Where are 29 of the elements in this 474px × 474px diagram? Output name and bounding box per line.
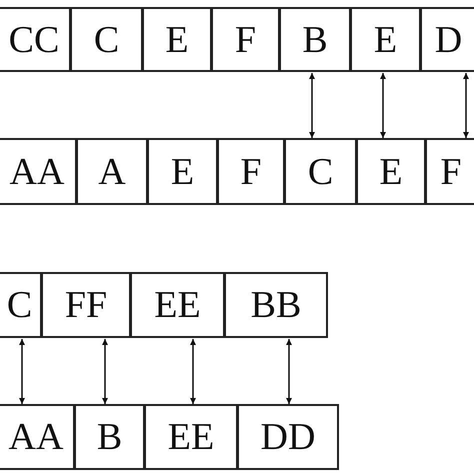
letter-box: EE xyxy=(144,404,238,470)
letter-box: F xyxy=(211,7,280,72)
letter-box: DD xyxy=(237,404,339,470)
letter-box: B xyxy=(74,404,145,470)
letter-box: B xyxy=(279,7,351,72)
letter-box: EE xyxy=(130,272,225,338)
letter-box: AA xyxy=(0,404,75,470)
letter-box: E xyxy=(147,138,218,205)
letter-box: A xyxy=(76,138,148,205)
letter-box: AA xyxy=(0,138,77,205)
letter-box: E xyxy=(142,7,212,72)
letter-box: C xyxy=(0,272,42,338)
letter-box: BB xyxy=(224,272,328,338)
double-arrow xyxy=(309,73,315,138)
letter-box: E xyxy=(350,7,421,72)
double-arrow xyxy=(190,339,196,404)
letter-box: C xyxy=(70,7,143,72)
double-arrow xyxy=(463,73,469,138)
letter-box: F xyxy=(217,138,285,205)
double-arrow xyxy=(286,339,292,404)
double-arrow xyxy=(380,73,386,138)
letter-box: E xyxy=(356,138,426,205)
double-arrow xyxy=(19,339,25,404)
letter-box: F xyxy=(425,138,474,205)
letter-box: C xyxy=(284,138,357,205)
letter-box: CC xyxy=(0,7,71,72)
letter-box: FF xyxy=(41,272,131,338)
letter-box: D xyxy=(420,7,474,72)
double-arrow xyxy=(102,339,108,404)
